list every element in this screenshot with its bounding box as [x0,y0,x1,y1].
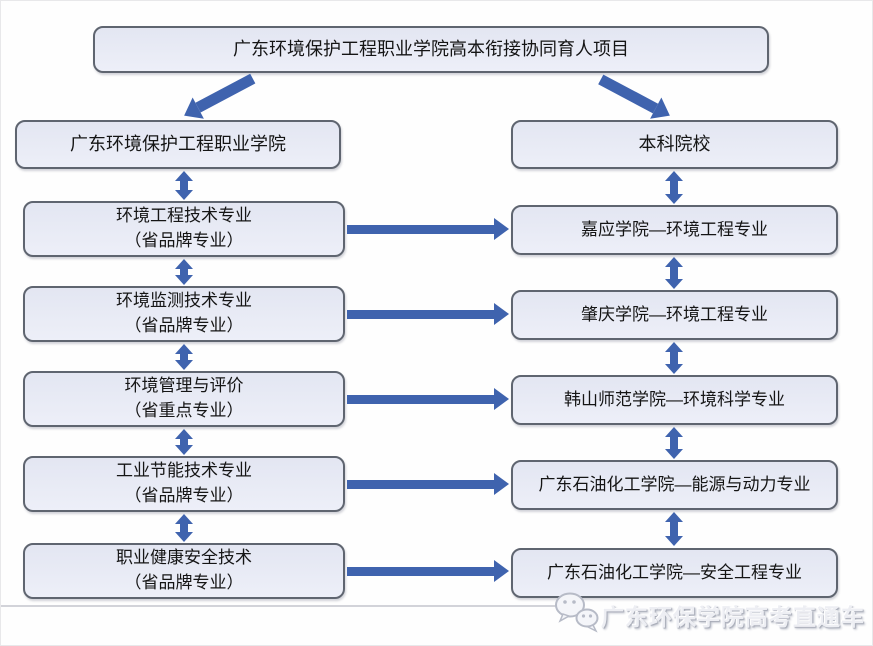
arrow-head [494,388,509,410]
arrow-shaft [347,479,494,489]
arrow-head-up [175,514,193,524]
arrow-head [494,303,509,325]
arrow-head-up [175,259,193,269]
node-left-row-2: 环境监测技术专业 （省品牌专业） [23,286,345,342]
node-label: 广东石油化工学院—能源与动力专业 [538,474,811,494]
node-right-row-3: 韩山师范学院—环境科学专业 [511,375,838,425]
node-right-header: 本科院校 [511,120,838,169]
arrow-row-2 [347,303,509,325]
arrow-title-to-college [178,68,258,127]
double-arrow-right-5 [665,512,683,546]
node-label: 韩山师范学院—环境科学专业 [564,389,785,409]
arrow-shaft [598,74,659,113]
arrow-head-down [175,190,193,200]
arrow-head-up [665,171,683,181]
double-arrow-left-1 [175,171,193,200]
double-arrow-right-2 [665,257,683,289]
arrow-head-up [665,342,683,352]
node-label: 环境工程技术专业 [116,206,252,226]
arrow-shaft [180,269,188,275]
arrow-shaft [670,267,678,279]
node-left-row-5: 职业健康安全技术 （省品牌专业） [23,543,345,599]
arrow-head-up [665,257,683,267]
arrow-shaft [670,352,678,364]
node-right-row-2: 肇庆学院—环境工程专业 [511,290,838,340]
right-header-label: 本科院校 [638,134,711,155]
arrow-head-up [175,171,193,181]
arrow-shaft [347,566,494,576]
arrow-shaft [180,439,188,445]
arrow-head-down [665,194,683,204]
arrow-shaft [347,309,494,319]
arrow-title-to-universities [595,68,676,127]
project-title-label: 广东环境保护工程职业学院高本衔接协同育人项目 [233,39,629,60]
arrow-shaft [670,522,678,536]
arrow-shaft [670,181,678,194]
arrow-head-down [175,360,193,370]
node-sublabel: （省重点专业） [124,401,244,420]
arrow-head-down [175,275,193,285]
arrow-head-up [665,512,683,522]
arrow-head [494,560,509,582]
node-sublabel: （省品牌专业） [124,231,244,250]
node-left-header: 广东环境保护工程职业学院 [15,120,341,169]
double-arrow-left-5 [175,514,193,542]
node-sublabel: （省品牌专业） [124,486,244,505]
arrow-head-up [175,344,193,354]
wechat-icon [553,591,601,633]
arrow-head-down [175,445,193,455]
arrow-row-4 [347,473,509,495]
arrow-head-down [665,364,683,374]
double-arrow-left-3 [175,344,193,370]
arrow-shaft [195,74,256,113]
arrow-head [494,473,509,495]
node-label: 嘉应学院—环境工程专业 [581,219,768,239]
node-sublabel: （省品牌专业） [124,316,244,335]
node-left-row-3: 环境管理与评价 （省重点专业） [23,371,345,427]
node-sublabel: （省品牌专业） [124,573,244,592]
node-right-row-5: 广东石油化工学院—安全工程专业 [511,548,838,598]
arrow-shaft [670,437,678,449]
double-arrow-right-1 [665,171,683,204]
arrow-shaft [347,224,494,234]
node-left-row-4: 工业节能技术专业 （省品牌专业） [23,456,345,512]
node-label: 广东石油化工学院—安全工程专业 [547,562,802,582]
arrow-head-down [665,279,683,289]
arrow-head-down [665,536,683,546]
double-arrow-right-4 [665,427,683,459]
node-right-row-4: 广东石油化工学院—能源与动力专业 [511,460,838,510]
arrow-head-down [665,449,683,459]
node-label: 环境监测技术专业 [116,291,252,311]
double-arrow-left-2 [175,259,193,285]
arrow-shaft [180,354,188,360]
arrow-shaft [347,394,494,404]
arrow-shaft [180,181,188,190]
arrow-row-3 [347,388,509,410]
node-label: 环境管理与评价 [124,376,244,396]
arrow-head-down [175,532,193,542]
double-arrow-right-3 [665,342,683,374]
double-arrow-left-4 [175,429,193,455]
arrow-row-1 [347,218,509,240]
watermark-text: 广东环保学院高考直通车 [601,604,865,630]
left-header-label: 广东环境保护工程职业学院 [70,134,286,155]
node-right-row-1: 嘉应学院—环境工程专业 [511,205,838,255]
node-label: 肇庆学院—环境工程专业 [581,304,768,324]
arrow-row-5 [347,560,509,582]
arrow-head [494,218,509,240]
arrow-head-up [665,427,683,437]
arrow-shaft [180,524,188,532]
node-project-title: 广东环境保护工程职业学院高本衔接协同育人项目 [93,26,769,73]
node-label: 职业健康安全技术 [116,548,252,568]
node-label: 工业节能技术专业 [116,461,252,481]
watermark-divider-line [1,605,557,607]
node-left-row-1: 环境工程技术专业 （省品牌专业） [23,201,345,257]
arrow-head-up [175,429,193,439]
